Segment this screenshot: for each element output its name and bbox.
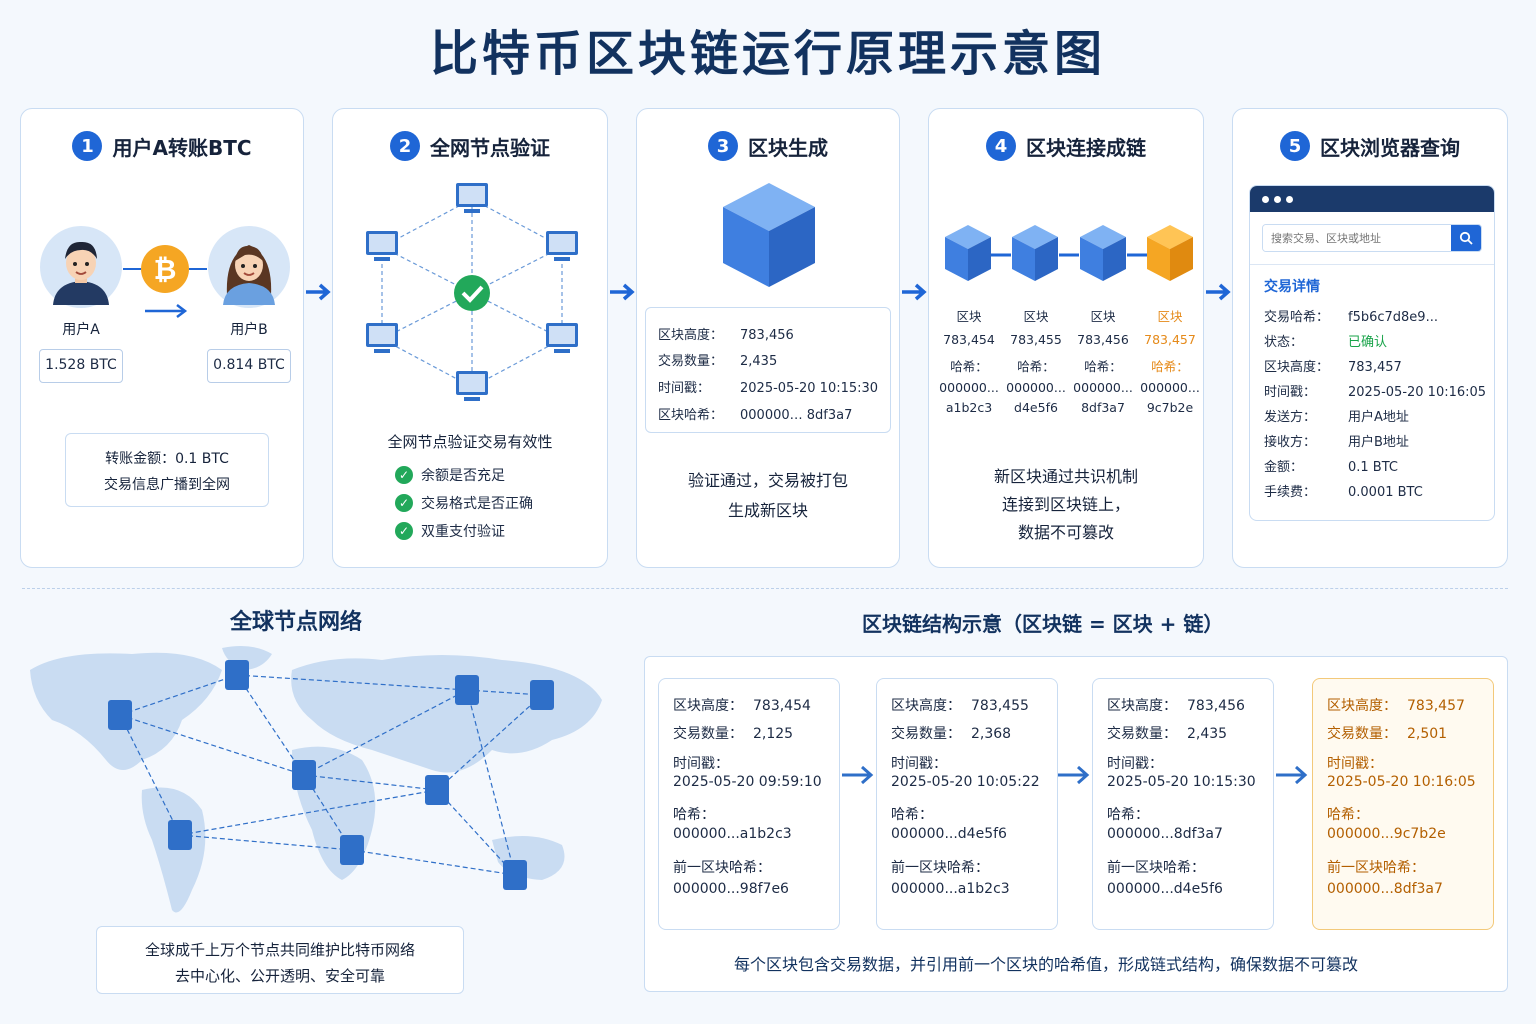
detail-row: 状态：已确认 bbox=[1264, 335, 1388, 350]
network-caption-box: 全球成千上万个节点共同维护比特币网络 去中心化、公开透明、安全可靠 bbox=[96, 926, 464, 994]
step1-panel: 1 用户A转账BTC ₿ 用户A 用户B 1.528 BTC 0.814 BTC… bbox=[20, 108, 304, 568]
detail-row: 发送方：用户A地址 bbox=[1264, 410, 1409, 425]
step-number: 2 bbox=[390, 131, 420, 161]
step5-header: 5 区块浏览器查询 bbox=[1233, 131, 1507, 161]
flow-arrow-icon bbox=[1206, 283, 1231, 301]
browser-titlebar bbox=[1250, 186, 1494, 212]
detail-row: 交易哈希：f5b6c7d8e9... bbox=[1264, 310, 1438, 325]
check-item: ✓交易格式是否正确 bbox=[395, 493, 533, 513]
step3-header: 3 区块生成 bbox=[637, 131, 899, 161]
cube-icon bbox=[723, 183, 815, 287]
user-b-balance: 0.814 BTC bbox=[207, 349, 291, 383]
tx-count-row: 交易数量：2,435 bbox=[658, 354, 778, 369]
structure-block: 区块高度：783,455 交易数量：2,368 时间戳： 2025-05-20 … bbox=[876, 678, 1058, 930]
structure-block-new: 区块高度：783,457 交易数量：2,501 时间戳： 2025-05-20 … bbox=[1312, 678, 1494, 930]
bitcoin-icon: ₿ bbox=[123, 245, 207, 318]
structure-block: 区块高度：783,454 交易数量：2,125 时间戳： 2025-05-20 … bbox=[658, 678, 840, 930]
node-network-graphic bbox=[366, 183, 578, 401]
browser-window: 交易详情 交易哈希：f5b6c7d8e9... 状态：已确认 区块高度：783,… bbox=[1249, 185, 1495, 521]
detail-row: 时间戳：2025-05-20 10:16:05 bbox=[1264, 385, 1487, 400]
step4-caption: 连接到区块链上， bbox=[1001, 495, 1130, 514]
timestamp-row: 时间戳：2025-05-20 10:15:30 bbox=[658, 381, 879, 396]
chain-arrow-icon bbox=[1058, 765, 1090, 785]
user-b-avatar bbox=[208, 226, 290, 308]
step-number: 5 bbox=[1280, 131, 1310, 161]
check-icon: ✓ bbox=[395, 466, 413, 484]
block-hash-row: 区块哈希：000000… 8df3a7 bbox=[658, 408, 853, 423]
step-number: 1 bbox=[72, 131, 103, 161]
chain-cubes-graphic bbox=[945, 225, 1193, 281]
section-divider bbox=[22, 588, 1508, 589]
network-caption: 去中心化、公开透明、安全可靠 bbox=[174, 967, 385, 985]
detail-row: 金额：0.1 BTC bbox=[1264, 460, 1398, 475]
block-height-row: 区块高度：783,456 bbox=[658, 328, 794, 343]
structure-block: 区块高度：783,456 交易数量：2,435 时间戳： 2025-05-20 … bbox=[1092, 678, 1274, 930]
search-input[interactable] bbox=[1263, 225, 1451, 251]
validation-caption: 全网节点验证交易有效性 bbox=[387, 433, 553, 451]
flow-arrow-icon bbox=[306, 283, 331, 301]
check-icon: ✓ bbox=[395, 494, 413, 512]
world-map-graphic bbox=[30, 646, 602, 913]
chain-arrow-icon bbox=[842, 765, 874, 785]
transfer-info-box: 转账金额：0.1 BTC 交易信息广播到全网 bbox=[65, 433, 269, 507]
broadcast-text: 交易信息广播到全网 bbox=[104, 477, 230, 493]
step-title: 区块浏览器查询 bbox=[1320, 135, 1460, 160]
page-title: 比特币区块链运行原理示意图 bbox=[429, 26, 1106, 82]
structure-title: 区块链结构示意（区块链 = 区块 + 链） bbox=[862, 612, 1224, 636]
check-item: ✓余额是否充足 bbox=[395, 465, 505, 485]
step1-header: 1 用户A转账BTC bbox=[21, 131, 303, 161]
block-info-box: 区块高度：783,456 交易数量：2,435 时间戳：2025-05-20 1… bbox=[645, 307, 891, 433]
user-a-avatar bbox=[40, 226, 122, 308]
user-a-balance: 1.528 BTC bbox=[39, 349, 123, 383]
detail-row: 手续费：0.0001 BTC bbox=[1264, 485, 1423, 500]
network-caption: 全球成千上万个节点共同维护比特币网络 bbox=[144, 941, 415, 959]
step3-panel: 3 区块生成 区块高度：783,456 交易数量：2,435 时间戳：2025-… bbox=[636, 108, 900, 568]
user-a-label: 用户A bbox=[62, 322, 100, 338]
user-b-label: 用户B bbox=[230, 322, 268, 338]
status-badge: 已确认 bbox=[1348, 335, 1388, 350]
step-number: 3 bbox=[708, 131, 738, 161]
step2-header: 2 全网节点验证 bbox=[333, 131, 607, 161]
step2-panel: 2 全网节点验证 全网节点验证交易有效性 ✓余额是否充足 ✓交易格式是否正确 ✓… bbox=[332, 108, 608, 568]
browser-content-divider bbox=[1250, 264, 1494, 265]
step4-header: 4 区块连接成链 bbox=[929, 131, 1203, 161]
transfer-amount: 转账金额：0.1 BTC bbox=[105, 451, 229, 467]
step5-panel: 5 区块浏览器查询 交易详情 交易哈希：f5b6c7d8e9... 状态：已确认… bbox=[1232, 108, 1508, 568]
step-title: 全网节点验证 bbox=[430, 135, 550, 160]
detail-row: 区块高度：783,457 bbox=[1264, 360, 1402, 375]
network-title: 全球节点网络 bbox=[230, 610, 363, 635]
step4-caption: 数据不可篡改 bbox=[1017, 523, 1114, 542]
flow-arrow-icon bbox=[902, 283, 927, 301]
step-number: 4 bbox=[986, 131, 1016, 161]
search-bar bbox=[1262, 224, 1482, 252]
svg-text:₿: ₿ bbox=[154, 253, 177, 286]
check-icon: ✓ bbox=[395, 522, 413, 540]
check-item: ✓双重支付验证 bbox=[395, 521, 505, 541]
step4-caption: 新区块通过共识机制 bbox=[993, 467, 1138, 486]
step3-caption: 验证通过，交易被打包 bbox=[687, 471, 848, 490]
search-icon bbox=[1459, 231, 1473, 245]
step-title: 区块生成 bbox=[748, 135, 828, 160]
step3-caption: 生成新区块 bbox=[727, 501, 808, 520]
step-title: 用户A转账BTC bbox=[112, 135, 252, 160]
detail-title: 交易详情 bbox=[1264, 279, 1320, 295]
search-button[interactable] bbox=[1451, 225, 1481, 251]
step-title: 区块连接成链 bbox=[1026, 135, 1146, 160]
flow-arrow-icon bbox=[610, 283, 635, 301]
detail-row: 接收方：用户B地址 bbox=[1264, 435, 1409, 450]
structure-caption: 每个区块包含交易数据，并引用前一个区块的哈希值，形成链式结构，确保数据不可篡改 bbox=[733, 955, 1358, 974]
window-dot-icon bbox=[1262, 195, 1269, 203]
chain-arrow-icon bbox=[1276, 765, 1308, 785]
window-dot-icon bbox=[1274, 195, 1281, 203]
window-dot-icon bbox=[1286, 195, 1293, 203]
